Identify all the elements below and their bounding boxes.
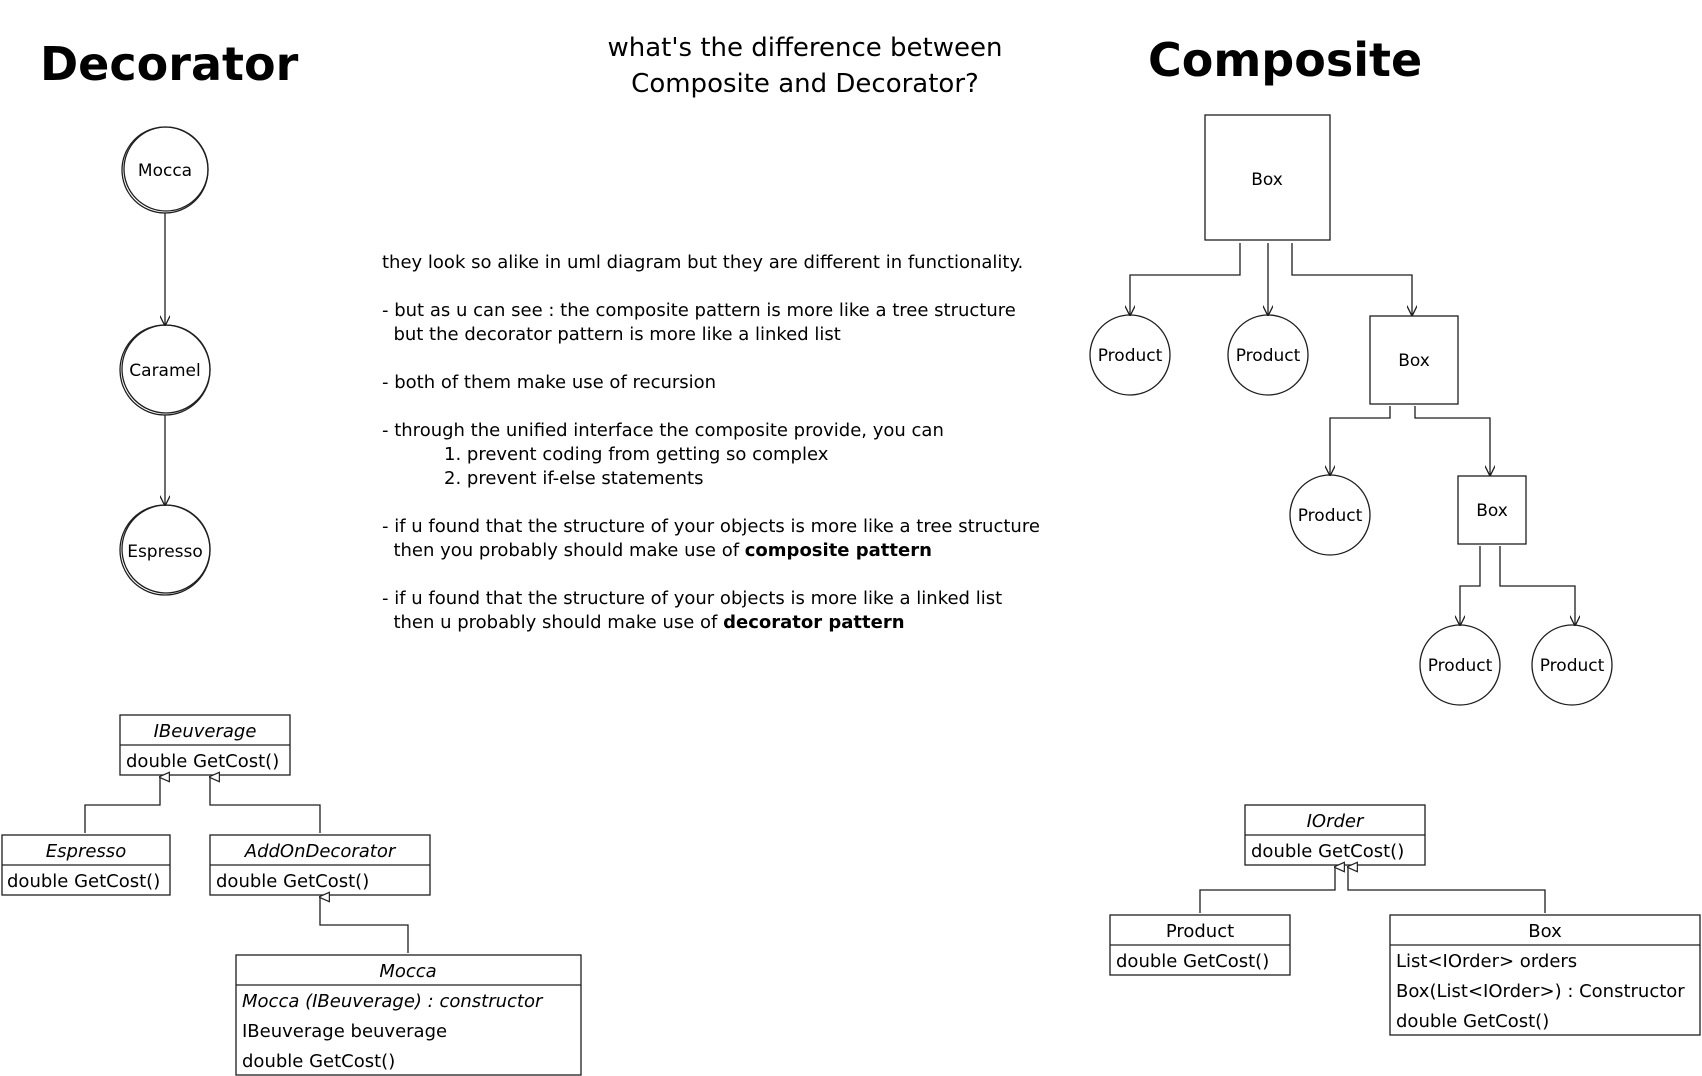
tree-product-3-label: Product bbox=[1298, 506, 1363, 526]
uml-box-class bbox=[1389, 914, 1701, 1036]
composite-title: Composite bbox=[1148, 33, 1422, 87]
chain-node-espresso-sketch bbox=[121, 504, 211, 594]
notes-p5-line2-bold: decorator pattern bbox=[723, 612, 904, 633]
uml-mocca-ctor: Mocca (IBeuverage) : constructor bbox=[242, 991, 544, 1012]
tree-box-3-label: Box bbox=[1476, 501, 1508, 521]
notes-p4-line2: then you probably should make use of com… bbox=[382, 540, 932, 561]
tree-edge-box3-product5 bbox=[1499, 546, 1575, 625]
tree-product-1-label: Product bbox=[1098, 346, 1163, 366]
uml-mocca-class bbox=[235, 954, 582, 1076]
tree-product-5-label: Product bbox=[1540, 656, 1605, 676]
uml-iorder-method: double GetCost() bbox=[1251, 841, 1404, 862]
uml-espresso-inherits bbox=[84, 777, 160, 833]
chain-node-espresso: Espresso bbox=[127, 542, 203, 562]
uml-addon-inherits bbox=[210, 777, 321, 833]
notes-p2: - both of them make use of recursion bbox=[382, 372, 716, 393]
question-line-2: Composite and Decorator? bbox=[631, 69, 979, 99]
tree-product-2-label: Product bbox=[1236, 346, 1301, 366]
tree-box-root-label: Box bbox=[1251, 170, 1283, 190]
tree-product-4 bbox=[1419, 624, 1501, 706]
uml-box-inherits bbox=[1348, 867, 1546, 913]
tree-product-4-label: Product bbox=[1428, 656, 1493, 676]
notes-p5-line2-pre: then u probably should make use of bbox=[382, 612, 723, 633]
uml-addon-name: AddOnDecorator bbox=[244, 841, 397, 862]
uml-box-name: Box bbox=[1528, 921, 1562, 942]
decorator-title: Decorator bbox=[40, 37, 299, 91]
uml-mocca-method: double GetCost() bbox=[242, 1051, 395, 1072]
tree-product-3 bbox=[1289, 474, 1371, 556]
uml-mocca-inherits bbox=[320, 897, 409, 953]
notes-p4-line2-pre: then you probably should make use of bbox=[382, 540, 745, 561]
tree-edge-root-box2 bbox=[1291, 243, 1412, 315]
uml-product-inherits bbox=[1199, 867, 1335, 913]
uml-ibeverage-name: IBeuverage bbox=[154, 721, 257, 742]
tree-box-root bbox=[1204, 114, 1331, 241]
notes-p3-item2: 2. prevent if-else statements bbox=[444, 468, 703, 489]
tree-box-2-label: Box bbox=[1398, 351, 1430, 371]
uml-product-method: double GetCost() bbox=[1116, 951, 1269, 972]
tree-product-1 bbox=[1089, 314, 1171, 396]
notes-p4-line1: - if u found that the structure of your … bbox=[382, 516, 1040, 537]
tree-product-2 bbox=[1227, 314, 1309, 396]
chain-node-mocca-sketch bbox=[123, 126, 209, 212]
uml-addon-method: double GetCost() bbox=[216, 871, 369, 892]
notes-p3-item1: 1. prevent coding from getting so comple… bbox=[444, 444, 829, 465]
uml-ibeverage-method: double GetCost() bbox=[126, 751, 279, 772]
notes: they look so alike in uml diagram but th… bbox=[382, 252, 1040, 633]
uml-mocca-field: IBeuverage beuverage bbox=[242, 1021, 447, 1042]
notes-p5-line2: then u probably should make use of decor… bbox=[382, 612, 905, 633]
notes-intro: they look so alike in uml diagram but th… bbox=[382, 252, 1023, 273]
uml-box-field: List<IOrder> orders bbox=[1396, 951, 1577, 972]
notes-p1-line1: - but as u can see : the composite patte… bbox=[382, 300, 1016, 321]
decorator-chain: Mocca Caramel Espresso bbox=[119, 126, 211, 596]
tree-product-5 bbox=[1531, 624, 1613, 706]
composite-tree: Box Product Product Box Product Box Prod… bbox=[1089, 114, 1613, 706]
tree-edge-box2-box3 bbox=[1414, 406, 1490, 475]
uml-mocca-name: Mocca bbox=[379, 961, 436, 982]
tree-box-3 bbox=[1457, 475, 1527, 545]
uml-espresso-method: double GetCost() bbox=[7, 871, 160, 892]
chain-node-caramel-sketch bbox=[121, 324, 211, 414]
uml-product-name: Product bbox=[1166, 921, 1234, 942]
tree-edge-box2-product3 bbox=[1330, 406, 1391, 475]
chain-node-caramel: Caramel bbox=[129, 361, 200, 381]
uml-decorator: IBeuverage double GetCost() Espresso dou… bbox=[1, 714, 582, 1076]
uml-composite: IOrder double GetCost() Product double G… bbox=[1109, 804, 1701, 1036]
uml-iorder-name: IOrder bbox=[1307, 811, 1365, 832]
uml-box-method: double GetCost() bbox=[1396, 1011, 1549, 1032]
tree-box-2 bbox=[1369, 315, 1459, 405]
notes-p4-line2-bold: composite pattern bbox=[745, 540, 932, 561]
question-line-1: what's the difference between bbox=[608, 33, 1003, 63]
notes-p1-line2: but the decorator pattern is more like a… bbox=[382, 324, 841, 345]
tree-edge-root-product1 bbox=[1130, 243, 1241, 315]
notes-p3-line1: - through the unified interface the comp… bbox=[382, 420, 944, 441]
chain-node-mocca: Mocca bbox=[138, 161, 192, 181]
uml-espresso-name: Espresso bbox=[46, 841, 126, 862]
tree-edge-box3-product4 bbox=[1460, 546, 1481, 625]
uml-box-ctor: Box(List<IOrder>) : Constructor bbox=[1396, 981, 1685, 1002]
notes-p5-line1: - if u found that the structure of your … bbox=[382, 588, 1002, 609]
